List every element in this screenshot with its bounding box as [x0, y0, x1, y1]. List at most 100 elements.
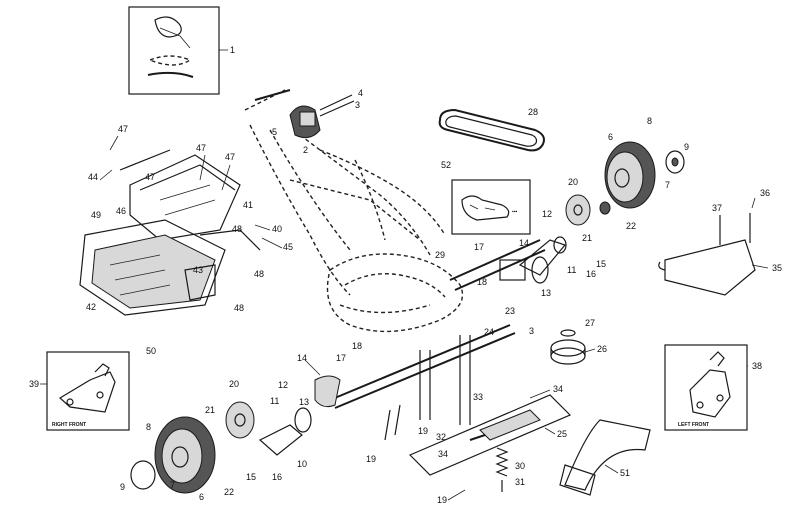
right-pinion	[599, 201, 611, 215]
label-47b: 47	[196, 143, 206, 153]
pulley	[550, 329, 586, 365]
label-21-left: 21	[205, 405, 215, 415]
right-drive-parts	[518, 236, 567, 284]
label-14: 14	[519, 238, 529, 248]
left-wheel	[154, 416, 216, 494]
label-3b: 3	[529, 326, 534, 336]
label-43: 43	[193, 265, 203, 275]
label-27: 27	[585, 318, 595, 328]
label-9: 9	[684, 142, 689, 152]
label-35: 35	[772, 263, 782, 273]
label-46: 46	[116, 206, 126, 216]
label-17-left: 17	[336, 353, 346, 363]
right-wheel	[604, 141, 656, 209]
label-45: 45	[283, 242, 293, 252]
label-47d: 47	[145, 172, 155, 182]
right-hubcap	[665, 150, 685, 174]
rear-cover	[658, 213, 756, 296]
label-1: 1	[230, 45, 235, 55]
label-12: 12	[542, 209, 552, 219]
leader-lines	[40, 135, 769, 501]
handle-frame	[244, 89, 464, 333]
label-32: 32	[436, 432, 446, 442]
label-47a: 47	[118, 124, 128, 134]
inset-left-front: LEFT FRONT	[664, 344, 748, 431]
label-3: 3	[355, 100, 360, 110]
svg-text:▪▪▪: ▪▪▪	[512, 209, 518, 215]
label-40: 40	[272, 224, 282, 234]
spring	[495, 447, 509, 492]
label-26: 26	[597, 344, 607, 354]
label-29: 29	[435, 250, 445, 260]
label-2: 2	[303, 145, 308, 155]
left-hubcap	[130, 460, 156, 490]
label-51: 51	[620, 468, 630, 478]
label-5: 5	[272, 127, 277, 137]
left-gear	[225, 401, 255, 439]
inset-left-front-caption: LEFT FRONT	[678, 422, 709, 428]
label-14-left: 14	[297, 353, 307, 363]
front-axle	[329, 324, 516, 441]
label-48a: 48	[232, 224, 242, 234]
label-24: 24	[484, 327, 494, 337]
label-21: 21	[582, 233, 592, 243]
label-41: 41	[243, 200, 253, 210]
label-11: 11	[567, 265, 576, 275]
inset-right-front-caption: RIGHT FRONT	[52, 422, 86, 428]
label-28: 28	[528, 107, 538, 117]
label-19c: 19	[437, 495, 447, 505]
label-48c: 48	[234, 303, 244, 313]
drive-belt	[438, 108, 545, 152]
rear-axle	[449, 239, 546, 291]
label-13: 13	[541, 288, 551, 298]
label-25: 25	[557, 429, 567, 439]
label-22: 22	[626, 221, 636, 231]
label-4: 4	[358, 88, 363, 98]
label-34b: 34	[438, 449, 448, 459]
label-42: 42	[86, 302, 96, 312]
left-drive-parts	[258, 375, 341, 456]
label-20-left: 20	[229, 379, 239, 389]
label-6-left: 6	[199, 492, 204, 502]
label-22-left: 22	[224, 487, 234, 497]
label-19a: 19	[366, 454, 376, 464]
label-13-left: 13	[299, 397, 309, 407]
label-38: 38	[752, 361, 762, 371]
label-7: 7	[665, 180, 670, 190]
label-16-left: 16	[272, 472, 282, 482]
label-20: 20	[568, 177, 578, 187]
label-10: 10	[297, 459, 307, 469]
grass-bag-top	[119, 149, 261, 251]
label-17: 17	[474, 242, 484, 252]
inset-right-front: RIGHT FRONT	[46, 351, 130, 431]
label-52: 52	[441, 160, 451, 170]
label-36: 36	[760, 188, 770, 198]
label-19b: 19	[418, 426, 428, 436]
inset-part-52: ▪▪▪	[451, 179, 531, 235]
label-37: 37	[712, 203, 722, 213]
label-15-left: 15	[246, 472, 256, 482]
label-30: 30	[515, 461, 525, 471]
label-12-left: 12	[278, 380, 288, 390]
label-8-left: 8	[146, 422, 151, 432]
label-18-left: 18	[352, 341, 362, 351]
label-16: 16	[586, 269, 596, 279]
label-50: 50	[146, 346, 156, 356]
label-6: 6	[608, 132, 613, 142]
label-11-left: 11	[270, 396, 279, 406]
label-18: 18	[477, 277, 487, 287]
label-15: 15	[596, 259, 606, 269]
part-number-labels: 1 2 3 4 5 6 7 8 9 20 12 21 22 11 15 16 1…	[29, 45, 782, 505]
label-7-left: 7	[170, 480, 175, 490]
label-34a: 34	[553, 384, 563, 394]
right-gear	[565, 194, 591, 226]
label-49: 49	[91, 210, 101, 220]
label-48b: 48	[254, 269, 264, 279]
grass-bag	[79, 219, 226, 316]
label-9-left: 9	[120, 482, 125, 492]
lever-bracket	[559, 419, 651, 496]
engine-top	[254, 89, 355, 139]
label-23: 23	[505, 306, 515, 316]
label-8: 8	[647, 116, 652, 126]
